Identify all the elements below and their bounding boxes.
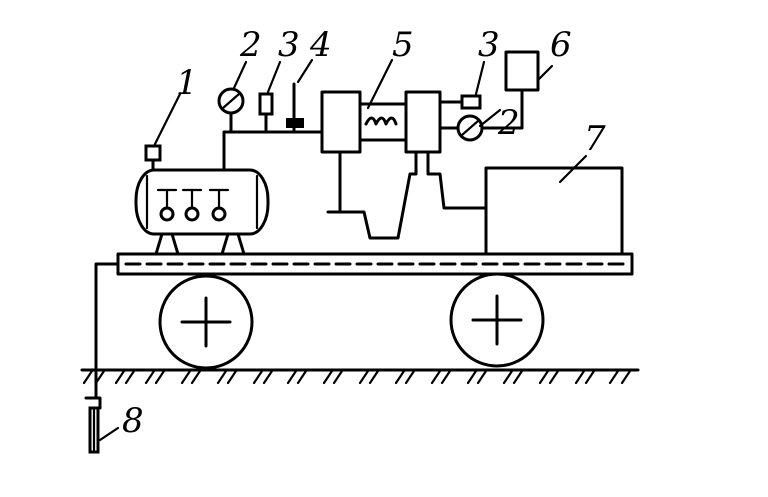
chassis-platform — [116, 252, 634, 276]
label-6: 6 — [550, 25, 572, 65]
cooler-left-box — [320, 90, 362, 154]
tank-valves — [156, 188, 230, 222]
valve-right — [438, 94, 482, 110]
air-tank — [134, 144, 270, 256]
pressure-gauge-right — [438, 114, 484, 142]
pressure-gauge-left — [217, 87, 245, 115]
generator-box — [484, 166, 624, 256]
connecting-pipes — [358, 102, 408, 142]
unit-base — [326, 150, 488, 240]
front-wheel — [158, 274, 254, 370]
label-5: 5 — [392, 25, 414, 65]
pipe-to-box-6 — [480, 50, 540, 130]
thermometer — [286, 82, 304, 128]
valve-left — [258, 92, 274, 116]
label-3a: 3 — [278, 25, 300, 65]
label-2a: 2 — [239, 25, 262, 65]
label-7: 7 — [584, 119, 606, 159]
label-3b: 3 — [478, 25, 500, 65]
label-4: 4 — [309, 25, 332, 65]
ground — [80, 368, 640, 385]
control-box — [504, 50, 540, 92]
cooler-right-box — [404, 90, 442, 154]
main-piping — [222, 112, 324, 172]
grounding-rod — [84, 262, 120, 454]
safety-valve — [144, 144, 162, 162]
leader-lines — [98, 58, 588, 442]
label-1: 1 — [176, 63, 198, 103]
label-2b: 2 — [497, 103, 520, 143]
rear-wheel — [449, 272, 545, 368]
label-8: 8 — [122, 401, 144, 441]
